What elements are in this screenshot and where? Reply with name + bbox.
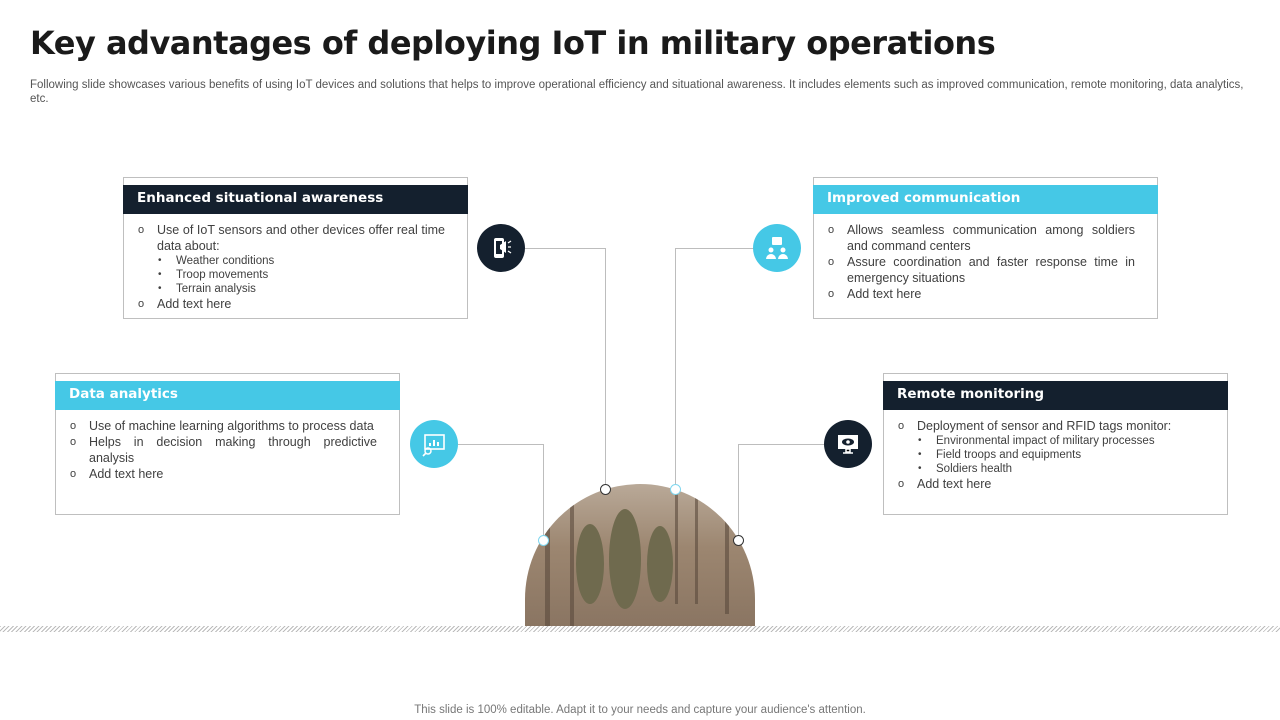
card-heading: Remote monitoring <box>883 381 1228 410</box>
team-communication-icon <box>753 224 801 272</box>
analytics-screen-icon <box>410 420 458 468</box>
list-item: Assure coordination and faster response … <box>828 254 1135 286</box>
list-item: Use of machine learning algorithms to pr… <box>70 418 377 434</box>
connector-line <box>605 248 606 489</box>
list-item: Helps in decision making through predict… <box>70 434 377 466</box>
list-item: Add text here <box>898 476 1205 492</box>
sub-list-item: Weather conditions <box>138 254 445 268</box>
soldiers-illustration <box>545 484 729 626</box>
mobile-alert-icon <box>477 224 525 272</box>
card-heading: Improved communication <box>813 185 1158 214</box>
hatched-divider <box>0 626 1280 632</box>
sub-list-item: Environmental impact of military process… <box>898 434 1205 448</box>
card-heading: Data analytics <box>55 381 400 410</box>
connector-line <box>543 444 544 540</box>
connector-node <box>670 484 681 495</box>
footer-note: This slide is 100% editable. Adapt it to… <box>414 704 866 716</box>
connector-node <box>538 535 549 546</box>
card-improved-communication: Improved communication Allows seamless c… <box>813 177 1158 319</box>
sub-list-item: Troop movements <box>138 268 445 282</box>
sub-list-item: Field troops and equipments <box>898 448 1205 462</box>
connector-line <box>525 248 606 249</box>
sub-list-item: Terrain analysis <box>138 282 445 296</box>
monitor-eye-icon <box>824 420 872 468</box>
connector-line <box>458 444 543 445</box>
list-item: Add text here <box>70 466 377 482</box>
connector-node <box>600 484 611 495</box>
connector-line <box>675 248 754 249</box>
soldiers-photo <box>525 484 755 626</box>
card-remote-monitoring: Remote monitoring Deployment of sensor a… <box>883 373 1228 515</box>
connector-line <box>738 444 824 445</box>
connector-line <box>738 444 739 540</box>
card-data-analytics: Data analytics Use of machine learning a… <box>55 373 400 515</box>
list-item: Use of IoT sensors and other devices off… <box>138 222 445 254</box>
connector-node <box>733 535 744 546</box>
connector-line <box>675 248 676 489</box>
card-heading: Enhanced situational awareness <box>123 185 468 214</box>
list-item: Allows seamless communication among sold… <box>828 222 1135 254</box>
list-item: Deployment of sensor and RFID tags monit… <box>898 418 1205 434</box>
sub-list-item: Soldiers health <box>898 462 1205 476</box>
list-item: Add text here <box>138 296 445 312</box>
card-situational-awareness: Enhanced situational awareness Use of Io… <box>123 177 468 319</box>
slide-title: Key advantages of deploying IoT in milit… <box>30 24 996 62</box>
list-item: Add text here <box>828 286 1135 302</box>
slide-subtitle: Following slide showcases various benefi… <box>30 79 1244 105</box>
